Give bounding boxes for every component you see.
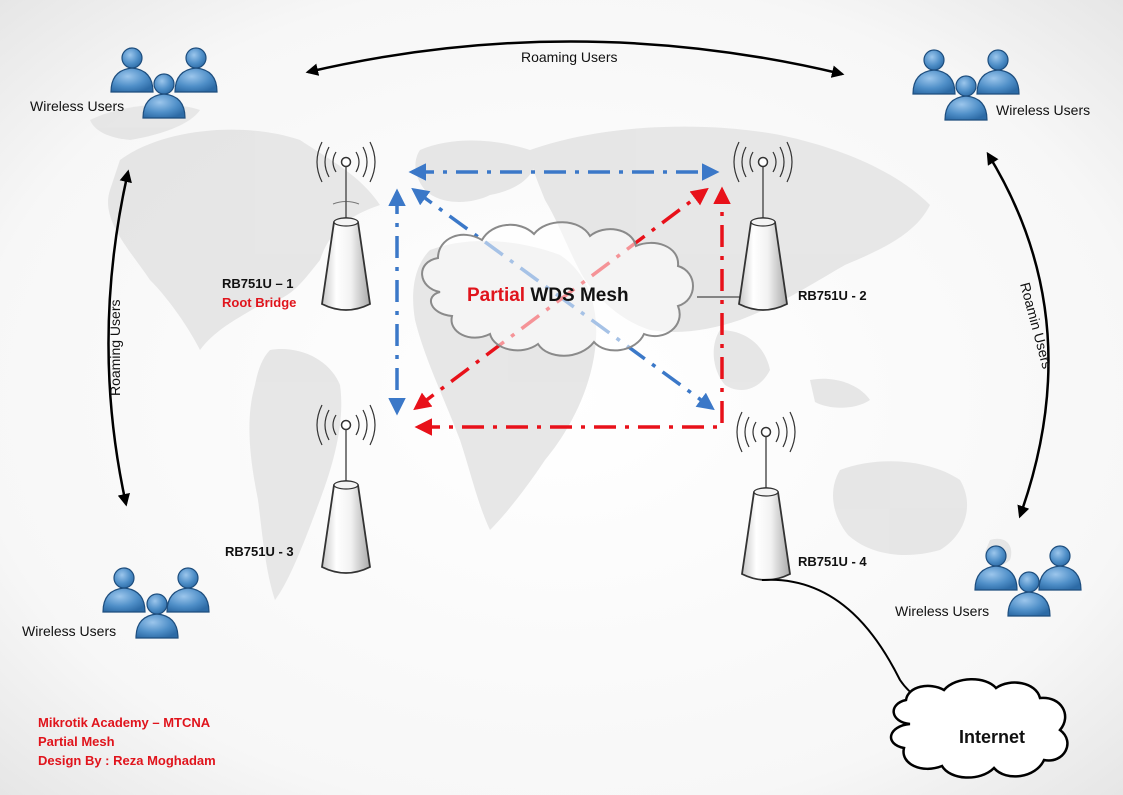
router-tower-1: [316, 141, 376, 311]
user-group-label: Wireless Users: [22, 623, 116, 639]
internet-label: Internet: [959, 727, 1025, 747]
user-icon: [974, 545, 1018, 591]
user-group-top-right: Wireless Users: [912, 49, 1090, 121]
antenna-tip-icon: [757, 156, 769, 168]
user-icon: [110, 47, 154, 93]
user-icon: [135, 593, 179, 639]
user-icon: [166, 567, 210, 613]
antenna-tip-icon: [340, 419, 352, 431]
wifi-signal-icon: [316, 141, 376, 183]
user-icon: [174, 47, 218, 93]
antenna-tip-icon: [760, 426, 772, 438]
router-1-name: RB751U – 1: [222, 276, 294, 291]
mesh-cloud: Partial WDS Mesh: [421, 221, 694, 357]
user-icon: [912, 49, 956, 95]
user-group-label: Wireless Users: [895, 603, 989, 619]
user-icon: [102, 567, 146, 613]
router-tower-4: [736, 411, 796, 581]
user-icon: [976, 49, 1020, 95]
antenna-tip-icon: [340, 156, 352, 168]
user-group-bottom-right: Wireless Users: [895, 545, 1082, 619]
roaming-arrow-top: [305, 40, 845, 78]
wifi-signal-icon: [733, 141, 793, 183]
user-group-top-left: Wireless Users: [30, 47, 218, 119]
roaming-arrow-left: [107, 169, 132, 507]
mesh-cloud-label: Partial WDS Mesh: [467, 285, 629, 306]
router-tower-2: [733, 141, 793, 311]
roaming-arrow-right: [986, 151, 1050, 519]
user-icon: [142, 73, 186, 119]
link-3-to-4-to-2: [414, 186, 731, 436]
internet-cloud: Internet: [890, 678, 1069, 779]
user-group-bottom-left: Wireless Users: [22, 567, 210, 639]
router-4-name: RB751U - 4: [798, 554, 867, 569]
router-3-name: RB751U - 3: [225, 544, 294, 559]
roaming-label-top: Roaming Users: [521, 49, 617, 65]
user-icon: [1007, 571, 1051, 617]
user-icon: [944, 75, 988, 121]
credit-line-2: Partial Mesh: [38, 734, 115, 749]
wifi-signal-icon: [316, 404, 376, 446]
user-group-label: Wireless Users: [996, 102, 1090, 118]
roaming-label-left: Roaming Users: [107, 300, 123, 396]
mesh-cloud-rest: WDS Mesh: [525, 285, 628, 306]
router-2-name: RB751U - 2: [798, 288, 867, 303]
credit-line-1: Mikrotik Academy – MTCNA: [38, 715, 211, 730]
wifi-signal-icon: [736, 411, 796, 453]
user-icon: [1038, 545, 1082, 591]
credit-line-3: Design By : Reza Moghadam: [38, 753, 216, 768]
router-tower-3: [316, 404, 376, 574]
mesh-cloud-highlight: Partial: [467, 285, 525, 306]
user-group-label: Wireless Users: [30, 98, 124, 114]
router-1-role: Root Bridge: [222, 295, 296, 310]
credits-block: Mikrotik Academy – MTCNA Partial Mesh De…: [38, 715, 216, 768]
